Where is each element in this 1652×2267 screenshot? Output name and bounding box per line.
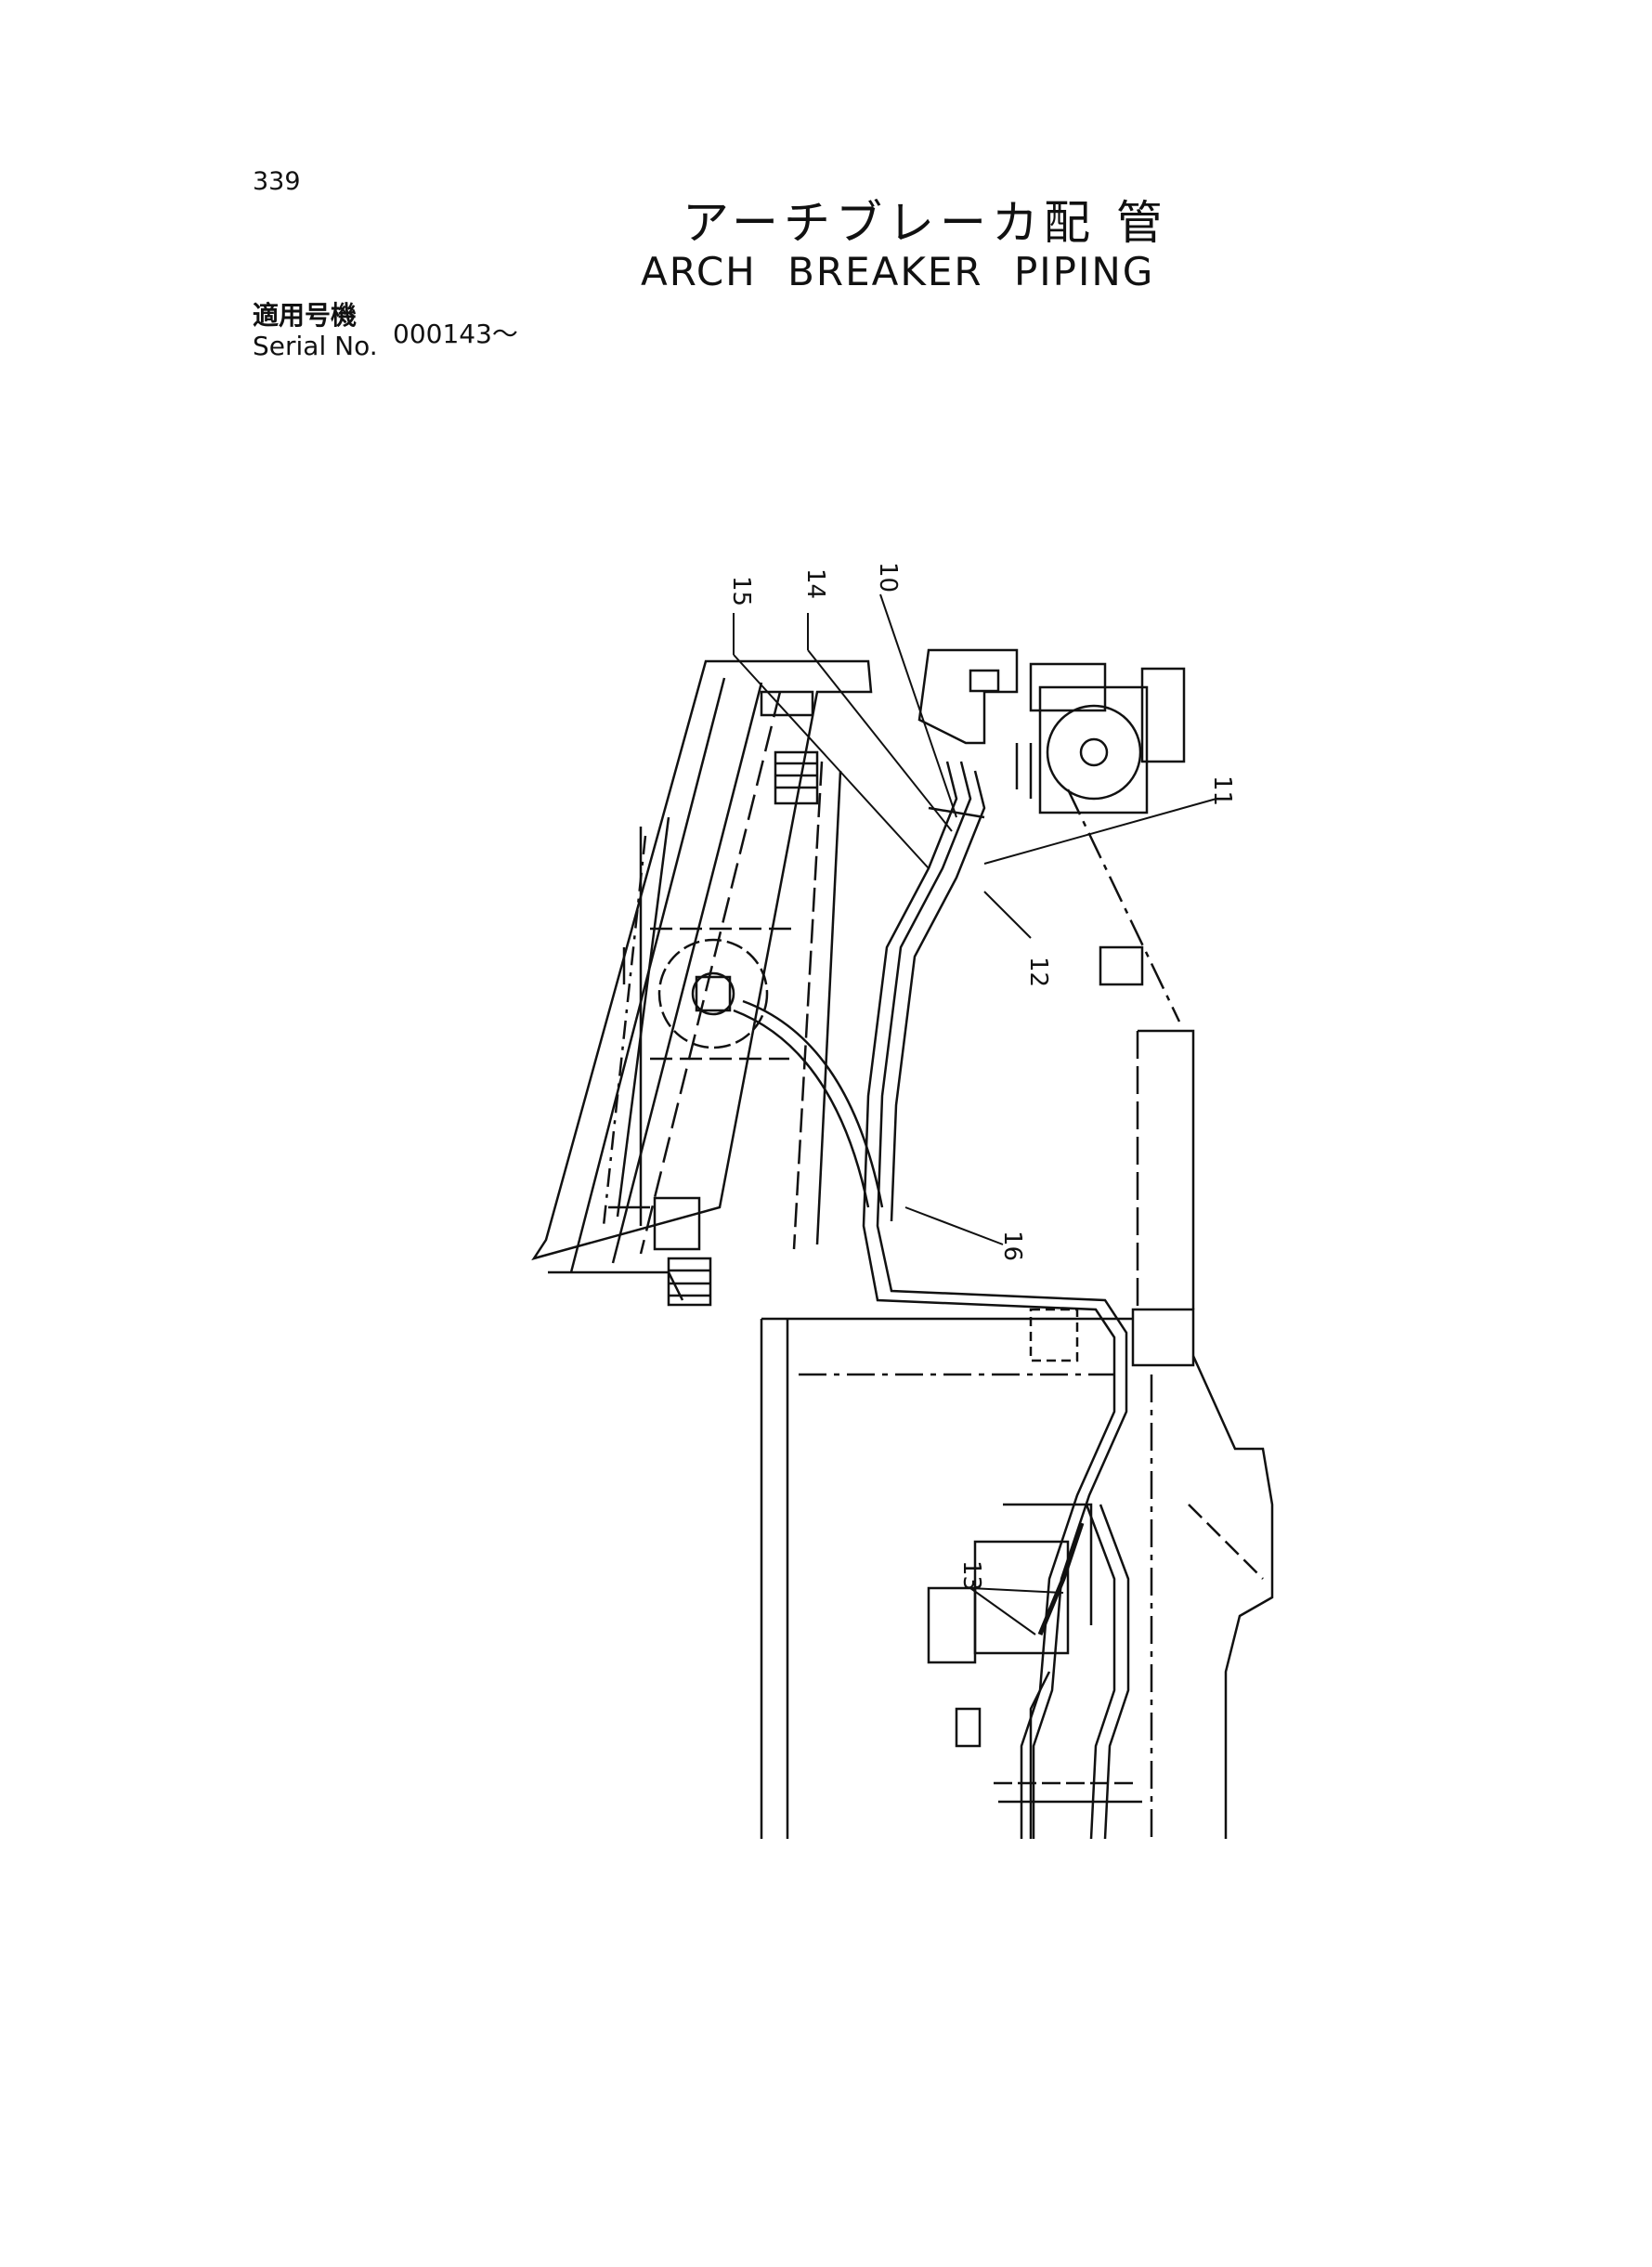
callout-14: 14	[801, 568, 829, 599]
upper-frame	[531, 659, 873, 1307]
callout-labels: 15 14 10 11 12 16 13	[727, 562, 1236, 1591]
callout-13: 13	[957, 1560, 985, 1591]
serial-label-japanese: 適用号機	[253, 300, 358, 331]
callout-12: 12	[1024, 957, 1052, 987]
title-english: ARCH BREAKER PIPING	[641, 249, 1155, 294]
leader-lines	[733, 593, 1217, 1635]
page-number: 339	[253, 167, 301, 196]
motor-assembly	[917, 648, 1186, 814]
callout-15: 15	[727, 576, 755, 606]
serial-value: 000143～	[393, 319, 518, 349]
rotating-hub	[650, 927, 884, 1208]
serial-label: Serial No.	[253, 331, 378, 361]
piping-lines	[862, 761, 1130, 1840]
callout-10: 10	[874, 562, 902, 593]
title-japanese: アーチブレーカ配 管	[683, 196, 1168, 250]
base-structure	[760, 788, 1274, 1839]
callout-11: 11	[1208, 775, 1236, 806]
callout-16: 16	[998, 1231, 1026, 1261]
